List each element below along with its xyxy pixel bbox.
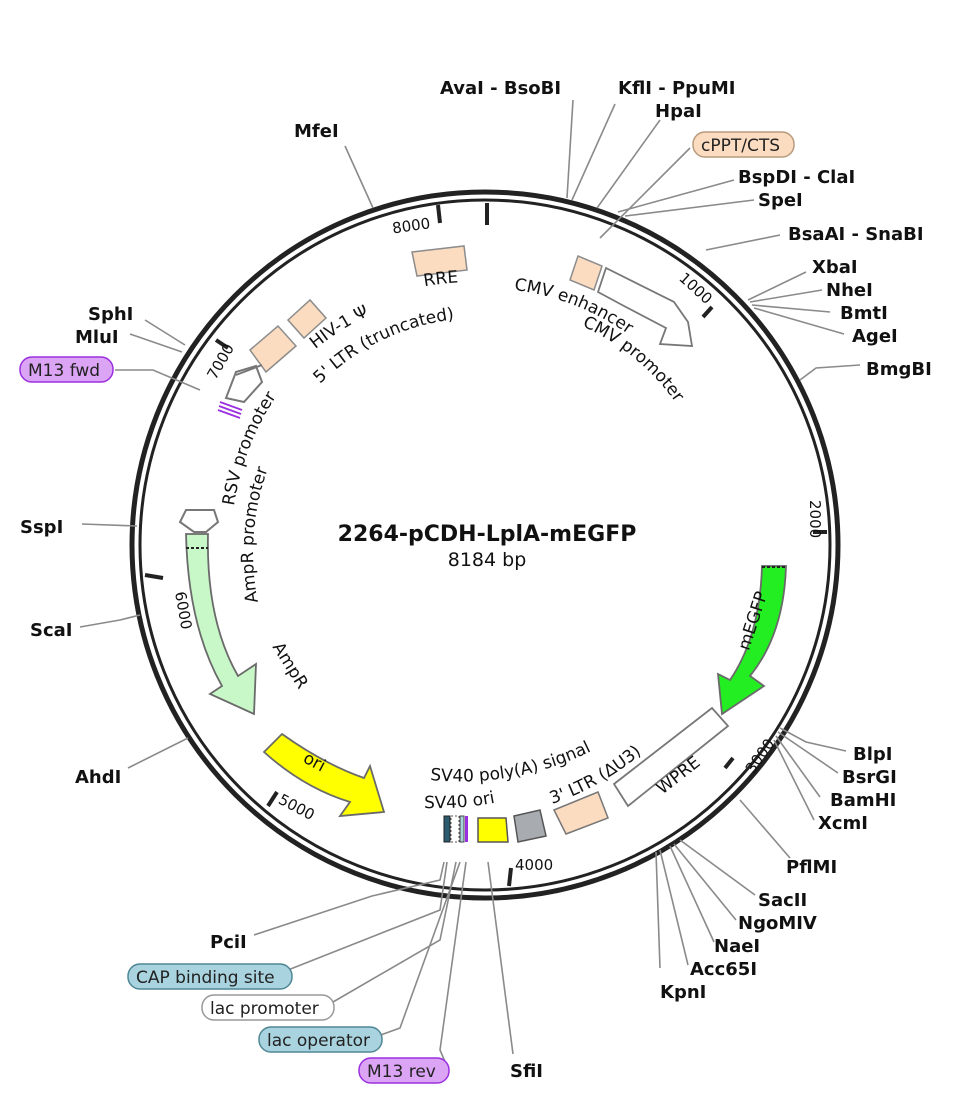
site-kfli-ppumi[interactable]: KflI - PpuMI [618, 78, 736, 99]
site-xbai[interactable]: XbaI [812, 257, 858, 278]
pill-cap-binding-site[interactable]: CAP binding site [127, 963, 293, 990]
site-bsaai-snabi[interactable]: BsaAI - SnaBI [788, 224, 924, 245]
ampr-promoter-label: AmpR promoter [238, 464, 272, 605]
site-ahdi[interactable]: AhdI [75, 767, 121, 788]
cmv-promoter-arrow[interactable] [596, 266, 694, 347]
site-spei[interactable]: SpeI [758, 190, 803, 211]
lac-operator-mark [459, 815, 465, 843]
tick-label-8000: 8000 [391, 214, 431, 237]
site-bmti[interactable]: BmtI [840, 303, 888, 324]
lac-promoter-mark [450, 815, 460, 843]
site-mlui[interactable]: MluI [75, 327, 119, 348]
site-bspdi-clai[interactable]: BspDI - ClaI [738, 167, 855, 188]
site-sacii[interactable]: SacII [758, 890, 807, 911]
pill-lac-promoter-text: lac promoter [210, 999, 319, 1019]
site-blpi[interactable]: BlpI [853, 744, 892, 765]
pill-lac-promoter[interactable]: lac promoter [201, 994, 335, 1021]
rre-feature[interactable] [411, 245, 468, 277]
ruler-ticks [144, 203, 827, 887]
cmv-enhancer-feature[interactable] [569, 254, 603, 292]
site-agei[interactable]: AgeI [852, 326, 898, 347]
ori-feature[interactable] [262, 732, 386, 818]
site-bmgbi[interactable]: BmgBI [866, 359, 932, 380]
megfp-feature[interactable] [716, 565, 787, 716]
tick-label-3000: 3000 [742, 735, 779, 777]
pill-labels: cPPT/CTS M13 fwd CAP binding site lac pr… [19, 131, 795, 1084]
ltr3-feature[interactable] [552, 791, 609, 835]
pill-m13-rev[interactable]: M13 rev [358, 1057, 450, 1084]
tick-7000 [214, 338, 230, 350]
sv40-polya-feature[interactable] [513, 809, 547, 843]
backbone-outer-ring [129, 189, 841, 901]
site-nhei[interactable]: NheI [826, 280, 873, 301]
site-pcii[interactable]: PciI [210, 932, 247, 953]
tick-label-4000: 4000 [515, 856, 553, 874]
backbone-inner-ring [138, 198, 832, 892]
tick-5000 [266, 790, 279, 808]
hiv-psi-feature[interactable] [286, 298, 328, 340]
site-mfei[interactable]: MfeI [294, 121, 339, 142]
cap-binding-mark [443, 815, 451, 843]
site-hpai[interactable]: HpaI [655, 101, 702, 122]
pill-m13-rev-text: M13 rev [367, 1062, 436, 1082]
site-naei[interactable]: NaeI [714, 936, 760, 957]
site-scai[interactable]: ScaI [30, 620, 72, 641]
leader-lines [79, 99, 861, 1065]
tick-label-2000: 2000 [806, 500, 824, 538]
pill-cppt-cts[interactable]: cPPT/CTS [692, 131, 795, 158]
m13-rev-mark [465, 816, 468, 842]
pill-lac-operator[interactable]: lac operator [258, 1026, 383, 1053]
ampr-feature[interactable] [185, 533, 257, 716]
site-pflmi[interactable]: PflMI [786, 857, 837, 878]
pill-lac-operator-text: lac operator [267, 1031, 370, 1051]
tick-label-5000: 5000 [275, 790, 317, 824]
backbone [129, 189, 841, 901]
site-sfii[interactable]: SfiI [510, 1061, 543, 1082]
site-bsrgi[interactable]: BsrGI [842, 767, 897, 788]
pill-m13-fwd-text: M13 fwd [28, 361, 100, 381]
restriction-site-labels: AvaI - BsoBI KflI - PpuMI HpaI MfeI BspD… [20, 78, 932, 1082]
site-acc65i[interactable]: Acc65I [690, 959, 757, 980]
site-sphi[interactable]: SphI [88, 304, 133, 325]
tick-4000 [507, 867, 513, 887]
ltr5-label: 5' LTR (truncated) [310, 304, 455, 387]
ltr5-feature[interactable] [248, 324, 298, 374]
pill-m13-fwd[interactable]: M13 fwd [19, 356, 114, 383]
pill-cap-binding-site-text: CAP binding site [136, 968, 275, 988]
rsv-promoter-arrow[interactable] [224, 364, 264, 404]
plasmid-name: 2264-pCDH-LplA-mEGFP [338, 522, 637, 547]
site-sspi[interactable]: SspI [20, 517, 63, 538]
tick-6000 [144, 573, 164, 580]
sv40-ori-feature[interactable] [477, 817, 509, 843]
tick-label-7000: 7000 [203, 340, 238, 382]
ampr-label: AmpR [268, 639, 312, 693]
center-title: 2264-pCDH-LplA-mEGFP 8184 bp [338, 522, 637, 571]
site-xcmi[interactable]: XcmI [818, 813, 868, 834]
tick-8000 [436, 204, 442, 224]
site-bamhi[interactable]: BamHI [830, 790, 896, 811]
tick-1000 [701, 305, 714, 319]
pill-cppt-cts-text: cPPT/CTS [701, 136, 780, 156]
sv40-polya-label: SV40 poly(A) signal [430, 737, 594, 786]
wpre-feature[interactable] [612, 706, 730, 808]
site-ngomiv[interactable]: NgoMIV [738, 913, 817, 934]
rre-label: RRE [422, 267, 459, 291]
site-kpni[interactable]: KpnI [660, 982, 706, 1003]
plasmid-length: 8184 bp [448, 549, 527, 571]
m13-fwd-mark [217, 401, 243, 419]
sv40-ori-label: SV40 ori [424, 788, 496, 813]
ampr-promoter-arrow[interactable] [178, 509, 220, 533]
features [178, 245, 787, 843]
tick-3000 [723, 756, 735, 770]
site-ava-bsobi[interactable]: AvaI - BsoBI [440, 78, 561, 99]
